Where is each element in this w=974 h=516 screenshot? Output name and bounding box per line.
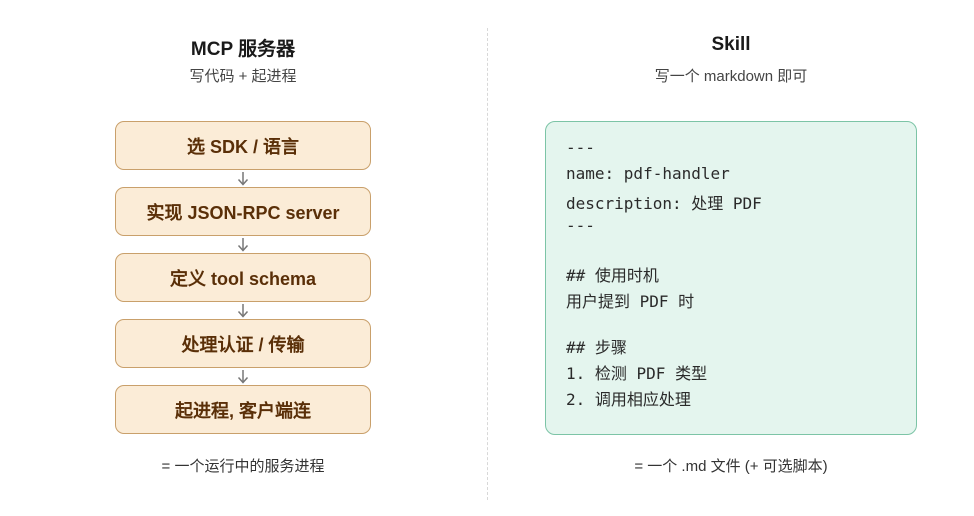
frontmatter-close: ---: [566, 216, 595, 235]
heading-steps: ## 步骤: [566, 338, 627, 357]
step-define-schema: 定义 tool schema: [115, 253, 371, 302]
mcp-subtitle: 写代码 + 起进程: [189, 68, 297, 85]
step-choose-sdk: 选 SDK / 语言: [115, 121, 371, 170]
mcp-title: MCP 服务器: [190, 39, 296, 60]
step-auth-transport: 处理认证 / 传输: [115, 319, 371, 368]
step-item-2: 2. 调用相应处理: [566, 390, 691, 409]
arrow-down-icon: [237, 370, 249, 384]
mcp-footnote: = 一个运行中的服务进程: [161, 458, 325, 475]
when-to-use-text: 用户提到 PDF 时: [566, 292, 695, 311]
step-implement-server: 实现 JSON-RPC server: [115, 187, 371, 236]
frontmatter-open: ---: [566, 138, 595, 157]
skill-title: Skill: [711, 34, 751, 55]
skill-markdown-card: --- name: pdf-handler description: 处理 PD…: [545, 121, 917, 435]
column-divider: [487, 28, 488, 500]
arrow-down-icon: [237, 304, 249, 318]
skill-footnote: = 一个 .md 文件 (+ 可选脚本): [634, 458, 828, 475]
arrow-down-icon: [237, 172, 249, 186]
heading-when-to-use: ## 使用时机: [566, 266, 659, 285]
step-item-1: 1. 检测 PDF 类型: [566, 364, 708, 383]
frontmatter-name: name: pdf-handler: [566, 164, 730, 183]
arrow-down-icon: [237, 238, 249, 252]
skill-subtitle: 写一个 markdown 即可: [654, 68, 808, 85]
frontmatter-description: description: 处理 PDF: [566, 194, 762, 213]
step-start-process: 起进程, 客户端连: [115, 385, 371, 434]
